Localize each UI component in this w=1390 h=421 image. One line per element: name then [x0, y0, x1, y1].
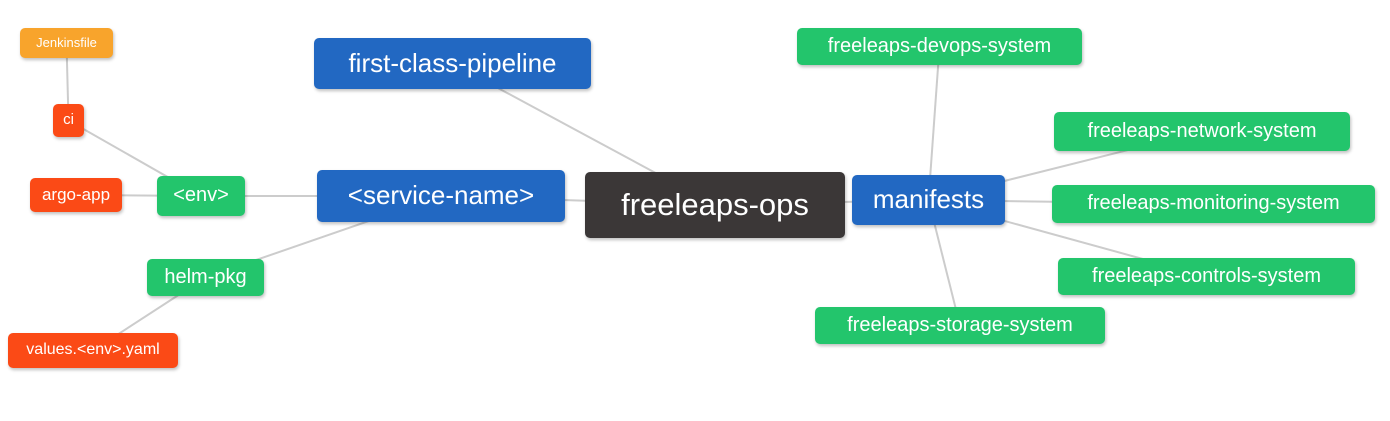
node-label: ci	[63, 111, 74, 128]
edge-manifests-to-devops-system	[927, 46, 941, 201]
node-service-name[interactable]: <service-name>	[317, 170, 565, 222]
node-network-system[interactable]: freeleaps-network-system	[1054, 112, 1350, 151]
node-label: manifests	[872, 184, 985, 214]
node-label: freeleaps-devops-system	[827, 34, 1052, 57]
node-env[interactable]: <env>	[157, 176, 245, 216]
node-label: freeleaps-network-system	[1087, 119, 1317, 142]
node-label: freeleaps-storage-system	[847, 313, 1073, 336]
node-argo-app[interactable]: argo-app	[30, 178, 122, 212]
node-helm-pkg[interactable]: helm-pkg	[147, 259, 264, 296]
node-monitoring-system[interactable]: freeleaps-monitoring-system	[1052, 185, 1375, 223]
node-storage-system[interactable]: freeleaps-storage-system	[815, 307, 1105, 344]
node-label: freeleaps-monitoring-system	[1087, 192, 1340, 214]
node-devops-system[interactable]: freeleaps-devops-system	[797, 28, 1082, 65]
node-freeleaps-ops[interactable]: freeleaps-ops	[585, 172, 845, 238]
node-ci[interactable]: ci	[53, 104, 84, 137]
node-jenkinsfile[interactable]: Jenkinsfile	[20, 28, 113, 58]
node-label: freeleaps-controls-system	[1092, 264, 1321, 287]
node-label: <service-name>	[347, 180, 535, 210]
node-label: first-class-pipeline	[348, 47, 557, 78]
node-label: values.<env>.yaml	[26, 340, 160, 358]
node-label: helm-pkg	[164, 265, 247, 288]
node-first-class-pipeline[interactable]: first-class-pipeline	[314, 38, 591, 89]
node-label: freeleaps-ops	[621, 186, 809, 222]
node-label: Jenkinsfile	[36, 34, 97, 50]
node-manifests[interactable]: manifests	[852, 175, 1005, 225]
node-label: <env>	[173, 184, 229, 206]
node-controls-system[interactable]: freeleaps-controls-system	[1058, 258, 1355, 295]
node-values-env-yaml[interactable]: values.<env>.yaml	[8, 333, 178, 368]
node-label: argo-app	[41, 184, 111, 204]
